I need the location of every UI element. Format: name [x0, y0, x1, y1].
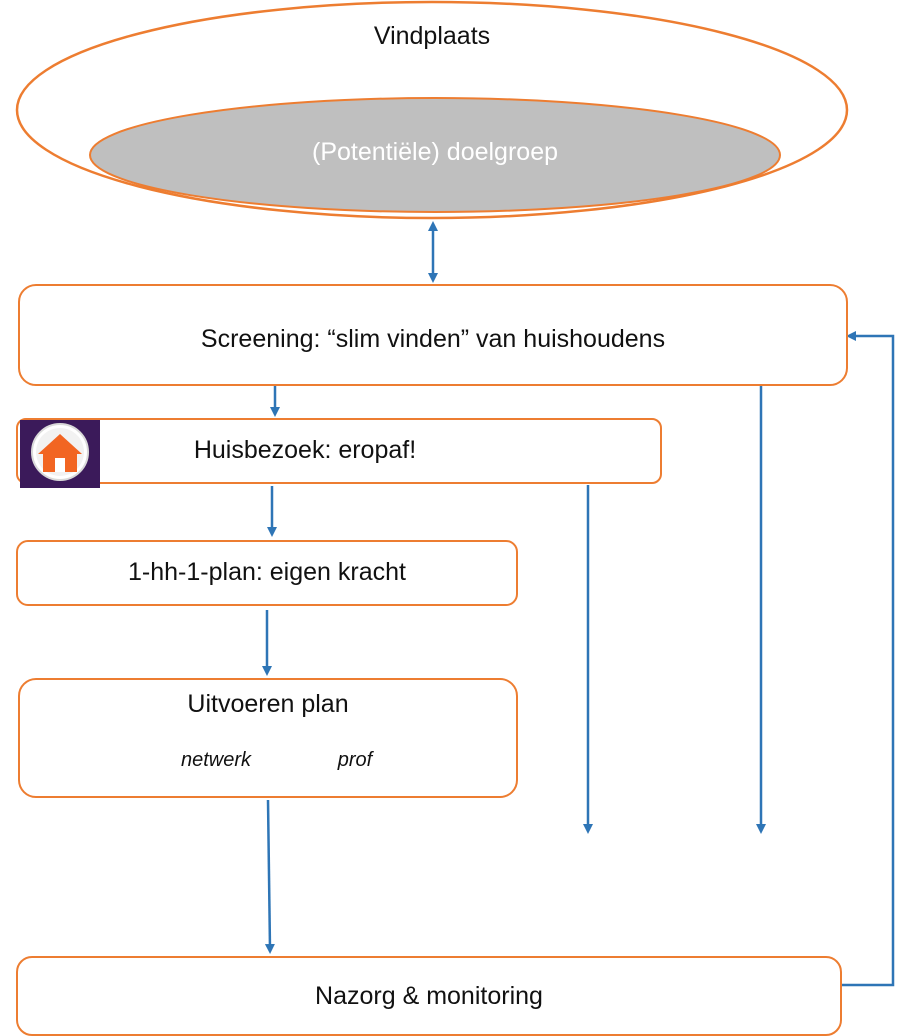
house-icon [31, 423, 89, 481]
screening-box [18, 284, 848, 386]
arrow-uitvoeren-nazorg [264, 799, 275, 954]
house-icon-frame [20, 420, 100, 488]
uitvoeren-box [18, 678, 518, 798]
plan-box [16, 540, 518, 606]
plan-label: 1-hh-1-plan: eigen kracht [128, 558, 406, 586]
screening-label: Screening: “slim vinden” van huishoudens [200, 325, 666, 353]
netwerk-label: netwerk [180, 749, 252, 771]
arrow-nazorg-screening-loop [840, 331, 895, 987]
uitvoeren-label: Uitvoeren plan [187, 690, 349, 718]
doelgroep-label: (Potentiële) doelgroep [312, 138, 558, 166]
prof-label: prof [337, 749, 373, 771]
nazorg-label: Nazorg & monitoring [315, 982, 543, 1010]
huisbezoek-label: Huisbezoek: eropaf! [193, 436, 417, 464]
huisbezoek-box [16, 418, 662, 484]
vindplaats-label: Vindplaats [373, 22, 491, 50]
doelgroep-ellipse [89, 97, 781, 213]
